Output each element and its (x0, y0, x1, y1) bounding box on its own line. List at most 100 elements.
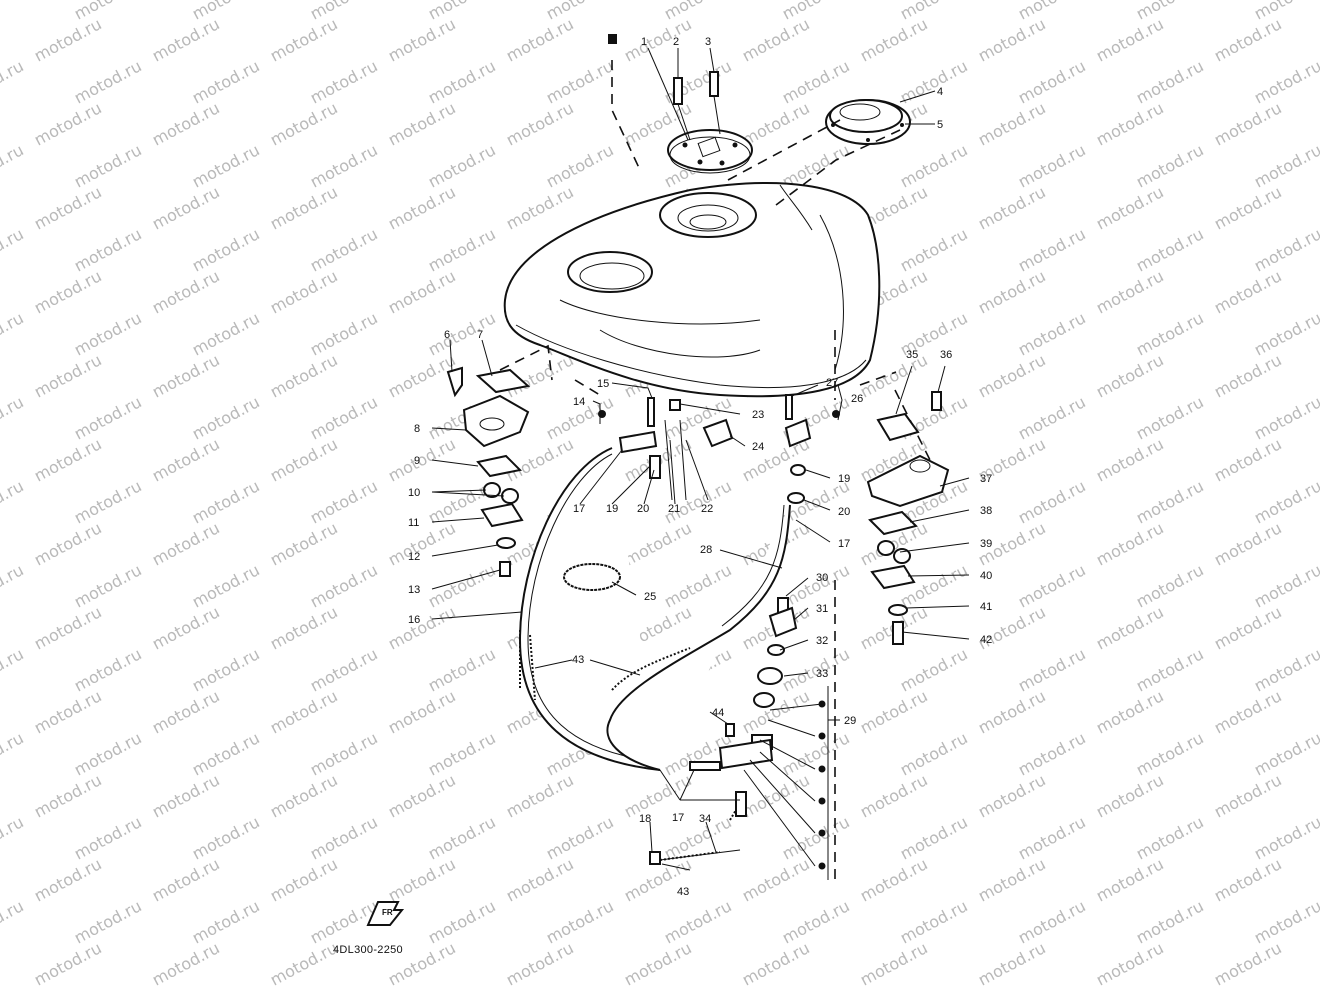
callout-40: 40 (980, 570, 992, 582)
watermark-text: motod.ru (779, 812, 853, 863)
watermark-text: motod.ru (543, 812, 617, 863)
callout-38: 38 (980, 505, 992, 517)
watermark-text: motod.ru (31, 518, 105, 569)
watermark-text: motod.ru (1015, 560, 1089, 611)
watermark-text: motod.ru (1093, 602, 1167, 653)
callout-37: 37 (980, 473, 992, 485)
watermark-text: motod.ru (975, 770, 1049, 821)
watermark-text: motod.ru (0, 392, 27, 443)
watermark-text: motod.ru (1015, 644, 1089, 695)
watermark-text: motod.ru (71, 56, 145, 107)
watermark-text: motod.ru (739, 98, 813, 149)
watermark-text: motod.ru (1015, 476, 1089, 527)
watermark-text: motod.ru (897, 560, 971, 611)
assembly-guides (499, 60, 936, 880)
watermark-text: motod.ru (857, 770, 931, 821)
watermark-text: motod.ru (307, 0, 381, 24)
callout-36: 36 (940, 349, 952, 361)
watermark-text: motod.ru (385, 434, 459, 485)
callout-17c: 17 (672, 812, 684, 824)
callout-3: 3 (705, 36, 711, 48)
watermark-text: motod.ru (1251, 812, 1320, 863)
watermark-text: motod.ru (1093, 770, 1167, 821)
watermark-text: motod.ru (0, 728, 27, 779)
watermark-text: motod.ru (975, 182, 1049, 233)
watermark-text: motod.ru (1093, 182, 1167, 233)
watermark-text: motod.ru (1211, 602, 1285, 653)
watermark-text: motod.ru (1093, 266, 1167, 317)
watermark-text: motod.ru (1093, 434, 1167, 485)
callout-42: 42 (980, 634, 992, 646)
watermark-text: motod.ru (189, 560, 263, 611)
watermark-text: motod.ru (1133, 560, 1207, 611)
watermark-text: motod.ru (425, 308, 499, 359)
watermark-text: motod.ru (31, 182, 105, 233)
watermark-text: motod.ru (71, 392, 145, 443)
watermark-text: motod.ru (307, 392, 381, 443)
watermark-text: motod.ru (897, 224, 971, 275)
callout-9: 9 (414, 455, 420, 467)
callout-44: 44 (712, 707, 724, 719)
watermark-text: motod.ru (71, 812, 145, 863)
watermark-text: motod.ru (307, 812, 381, 863)
watermark-text: motod.ru (0, 476, 27, 527)
fuel-tank (503, 182, 881, 398)
watermark-text: motod.ru (267, 938, 341, 989)
watermark-text: motod.ru (71, 476, 145, 527)
watermark-text: motod.ru (1211, 770, 1285, 821)
watermark-text: motod.ru (1251, 56, 1320, 107)
watermark-text: motod.ru (31, 938, 105, 989)
callout-23: 23 (752, 409, 764, 421)
watermark-text: motod.ru (267, 14, 341, 65)
watermark-text: motod.ru (1015, 728, 1089, 779)
watermark-text: motod.ru (857, 14, 931, 65)
watermark-text: motod.ru (307, 476, 381, 527)
callout-27: 27 (826, 377, 838, 389)
watermark-text: motod.ru (149, 518, 223, 569)
watermark-text: motod.ru (1093, 686, 1167, 737)
watermark-text: motod.ru (267, 98, 341, 149)
diagram-model-code: 4DL300-2250 (333, 944, 403, 956)
watermark-text: motod.ru (543, 56, 617, 107)
watermark-text: motod.ru (307, 644, 381, 695)
watermark-text: motod.ru (0, 308, 27, 359)
watermark-text: motod.ru (0, 56, 27, 107)
watermark-text: motod.ru (71, 728, 145, 779)
watermark-text: motod.ru (543, 896, 617, 947)
watermark-text: motod.ru (0, 812, 27, 863)
watermark-text: motod.ru (31, 266, 105, 317)
watermark-text: motod.ru (149, 182, 223, 233)
watermark-text: motod.ru (1211, 266, 1285, 317)
watermark-text: motod.ru (661, 560, 735, 611)
watermark-text: motod.ru (189, 644, 263, 695)
watermark-text: motod.ru (503, 98, 577, 149)
callout-16: 16 (408, 614, 420, 626)
watermark-text: motod.ru (425, 56, 499, 107)
watermark-text: motod.ru (149, 938, 223, 989)
callout-5: 5 (937, 119, 943, 131)
watermark-text: motod.ru (385, 602, 459, 653)
watermark-text: motod.ru (149, 686, 223, 737)
watermark-text: motod.ru (71, 308, 145, 359)
callout-8: 8 (414, 423, 420, 435)
square-marker-icon (608, 34, 617, 44)
watermark-text: motod.ru (71, 896, 145, 947)
watermark-text: motod.ru (661, 896, 735, 947)
watermark-text: motod.ru (425, 644, 499, 695)
callout-35: 35 (906, 349, 918, 361)
callout-28: 28 (700, 544, 712, 556)
callout-18: 18 (639, 813, 651, 825)
watermark-text: motod.ru (0, 0, 27, 24)
watermark-text: motod.ru (897, 140, 971, 191)
watermark-text: motod.ru (189, 392, 263, 443)
watermark-text: motod.ru (149, 854, 223, 905)
watermark-text: motod.ru (71, 140, 145, 191)
watermark-text: motod.ru (385, 686, 459, 737)
watermark-text: motod.ru (385, 518, 459, 569)
watermark-text: motod.ru (503, 434, 577, 485)
watermark-text: motod.ru (71, 560, 145, 611)
watermark-text: motod.ru (0, 224, 27, 275)
callout-33: 33 (816, 668, 828, 680)
watermark-text: motod.ru (779, 56, 853, 107)
